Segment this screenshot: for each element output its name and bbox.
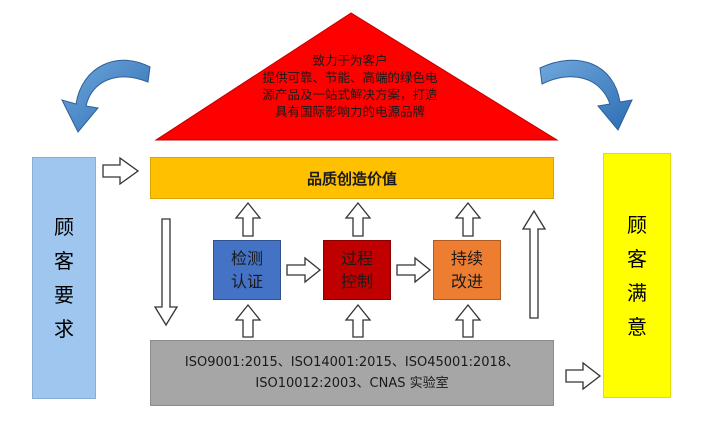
process-label-line: 检测 bbox=[230, 249, 263, 268]
iso-line: ISO10012:2003、CNAS 实验室 bbox=[255, 376, 449, 391]
long-down-arrow-icon bbox=[153, 218, 179, 327]
side-char: 顾 bbox=[54, 215, 74, 239]
roof-line: 源产品及一站式解决方案，打造 bbox=[262, 87, 438, 102]
continuous-improvement-box: 持续 改进 bbox=[433, 240, 501, 300]
process-label-line: 认证 bbox=[230, 272, 263, 291]
process-label-line: 过程 bbox=[340, 249, 373, 268]
up-arrow-icon bbox=[234, 201, 262, 237]
roof-line: 具有国际影响力的电源品牌 bbox=[274, 104, 425, 119]
process-label-line: 控制 bbox=[340, 272, 373, 291]
up-arrow-icon bbox=[454, 303, 482, 338]
side-char: 满 bbox=[627, 280, 647, 305]
up-arrow-icon bbox=[344, 201, 372, 237]
value-bar-label: 品质创造价值 bbox=[306, 169, 397, 188]
side-char: 顾 bbox=[627, 212, 647, 237]
output-arrow-icon bbox=[565, 361, 602, 391]
right-arrow-icon bbox=[286, 256, 322, 284]
roof-line: 提供可靠、节能、高端的绿色电 bbox=[262, 70, 438, 85]
side-char: 意 bbox=[627, 314, 647, 339]
long-up-arrow-icon bbox=[521, 209, 547, 319]
side-char: 客 bbox=[627, 246, 647, 271]
side-char: 求 bbox=[54, 317, 74, 341]
customer-satisfaction-box: 顾 客 满 意 bbox=[603, 153, 671, 398]
roof-mission-text: 致力于为客户 提供可靠、节能、高端的绿色电 源产品及一站式解决方案，打造 具有国… bbox=[230, 52, 470, 120]
right-arrow-icon bbox=[396, 256, 432, 284]
right-curved-arrow-icon bbox=[539, 59, 633, 131]
up-arrow-icon bbox=[454, 201, 482, 237]
side-char: 要 bbox=[54, 283, 74, 307]
up-arrow-icon bbox=[344, 303, 372, 338]
iso-standards-bar: ISO9001:2015、ISO14001:2015、ISO45001:2018… bbox=[150, 340, 554, 406]
quality-value-bar: 品质创造价值 bbox=[150, 157, 554, 199]
process-label-line: 持续 bbox=[450, 249, 483, 268]
customer-requirement-box: 顾 客 要 求 bbox=[32, 157, 96, 399]
process-label-line: 改进 bbox=[450, 272, 483, 291]
left-curved-arrow-icon bbox=[61, 59, 151, 133]
up-arrow-icon bbox=[234, 303, 262, 338]
roof-line: 致力于为客户 bbox=[312, 53, 388, 68]
inspection-certification-box: 检测 认证 bbox=[213, 240, 281, 300]
iso-line: ISO9001:2015、ISO14001:2015、ISO45001:2018… bbox=[184, 355, 520, 370]
side-char: 客 bbox=[54, 249, 74, 273]
process-control-box: 过程 控制 bbox=[323, 240, 391, 300]
input-arrow-icon bbox=[102, 156, 140, 186]
roof-triangle bbox=[154, 12, 559, 141]
